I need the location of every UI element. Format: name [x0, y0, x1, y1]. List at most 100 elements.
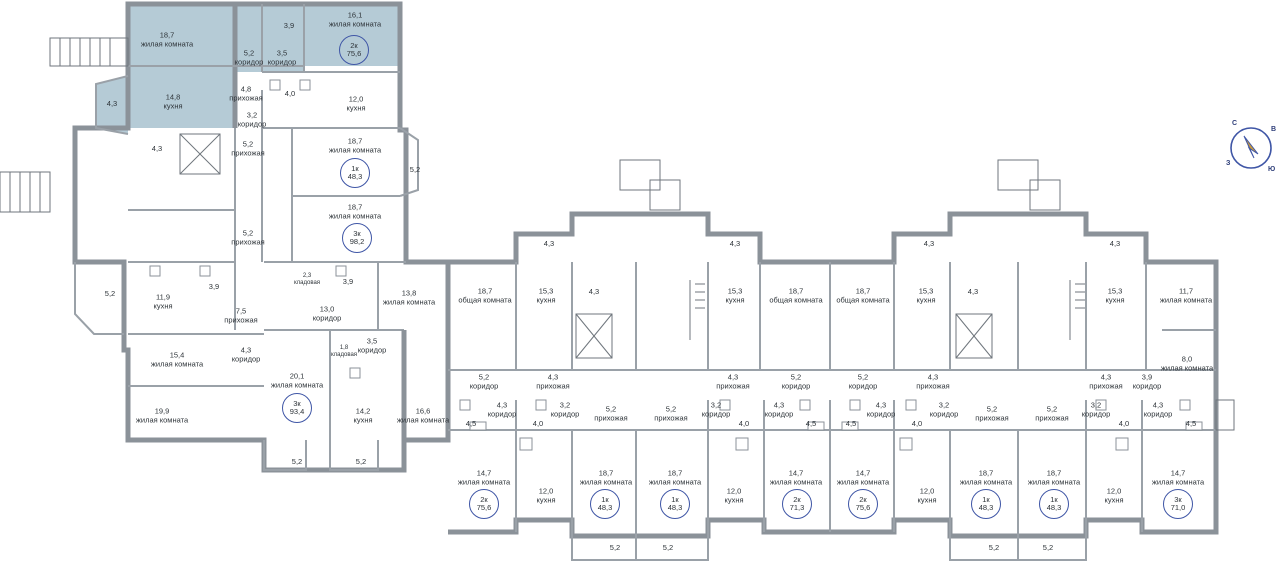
room-name: жилая комната — [836, 477, 890, 486]
room-area: 4,3 — [967, 286, 979, 296]
room-area: 2,3 — [302, 273, 312, 279]
room-name: кухня — [536, 295, 556, 304]
compass-east: В — [1271, 126, 1277, 133]
room-area: 15,3 — [538, 286, 554, 296]
room-area: 4,3 — [727, 372, 739, 382]
room-area: 3,5 — [366, 336, 378, 346]
room-name: прихожая — [716, 381, 750, 390]
room-area: 12,0 — [1106, 486, 1122, 496]
room-name: кладовая — [330, 352, 358, 358]
apartment-area: 93,4 — [289, 407, 305, 416]
apartment-type: 1к — [1050, 495, 1058, 504]
room-area: 3,2 — [1090, 400, 1102, 410]
room-area: 4,3 — [106, 98, 118, 108]
room-name: жилая комната — [959, 477, 1013, 486]
room-area: 18,7 — [347, 202, 363, 212]
room-area: 14,7 — [1170, 468, 1186, 478]
selected-apartment-highlight[interactable] — [96, 4, 400, 134]
room-area: 15,3 — [1107, 286, 1123, 296]
room-name: прихожая — [594, 413, 628, 422]
room-label: 4,3 — [589, 287, 599, 297]
room-name: жилая комната — [140, 39, 194, 48]
room-name: жилая комната — [382, 297, 436, 306]
compass-south: Ю — [1268, 166, 1276, 173]
room-area: 18,7 — [788, 286, 804, 296]
room-name: кухня — [153, 301, 173, 310]
room-area: 5,2 — [662, 542, 674, 552]
room-name: коридор — [848, 381, 878, 390]
room-area: 18,7 — [598, 468, 614, 478]
room-name: коридор — [866, 409, 896, 418]
room-name: жилая комната — [396, 415, 450, 424]
fixtures — [149, 79, 1203, 451]
room-area: 4,3 — [240, 345, 252, 355]
room-label: 5,2 — [1043, 543, 1053, 553]
room-area: 3,2 — [246, 110, 258, 120]
room-area: 11,9 — [155, 292, 171, 302]
room-area: 12,0 — [726, 486, 742, 496]
room-name: коридор — [469, 381, 499, 390]
room-area: 20,1 — [289, 371, 305, 381]
room-area: 4,3 — [875, 400, 887, 410]
room-area: 5,2 — [857, 372, 869, 382]
room-label: 4,3 — [1110, 239, 1120, 249]
room-name: кухня — [724, 495, 744, 504]
apartment-area: 48,3 — [978, 503, 994, 512]
left-stairs — [0, 37, 221, 213]
room-area: 13,8 — [401, 288, 417, 298]
room-label: 4,3 — [106, 98, 118, 109]
compass-west: З — [1226, 160, 1231, 167]
room-name: коридор — [231, 354, 261, 363]
room-area: 3,2 — [559, 400, 571, 410]
room-label: 4,5 — [466, 419, 476, 429]
room-name: жилая комната — [579, 477, 633, 486]
room-area: 4,3 — [729, 238, 741, 248]
room-area: 5,2 — [409, 164, 421, 174]
room-name: прихожая — [231, 237, 265, 246]
room-area: 13,0 — [319, 304, 335, 314]
room-name: общая комната — [458, 295, 512, 304]
room-area: 3,9 — [1141, 372, 1153, 382]
room-area: 4,5 — [845, 418, 857, 428]
room-label: 4,0 — [1119, 419, 1129, 429]
room-area: 18,7 — [1046, 468, 1062, 478]
room-label: 4,3 — [544, 239, 554, 249]
room-name: коридор — [267, 57, 297, 66]
room-name: коридор — [1132, 381, 1162, 390]
room-name: прихожая — [916, 381, 950, 390]
